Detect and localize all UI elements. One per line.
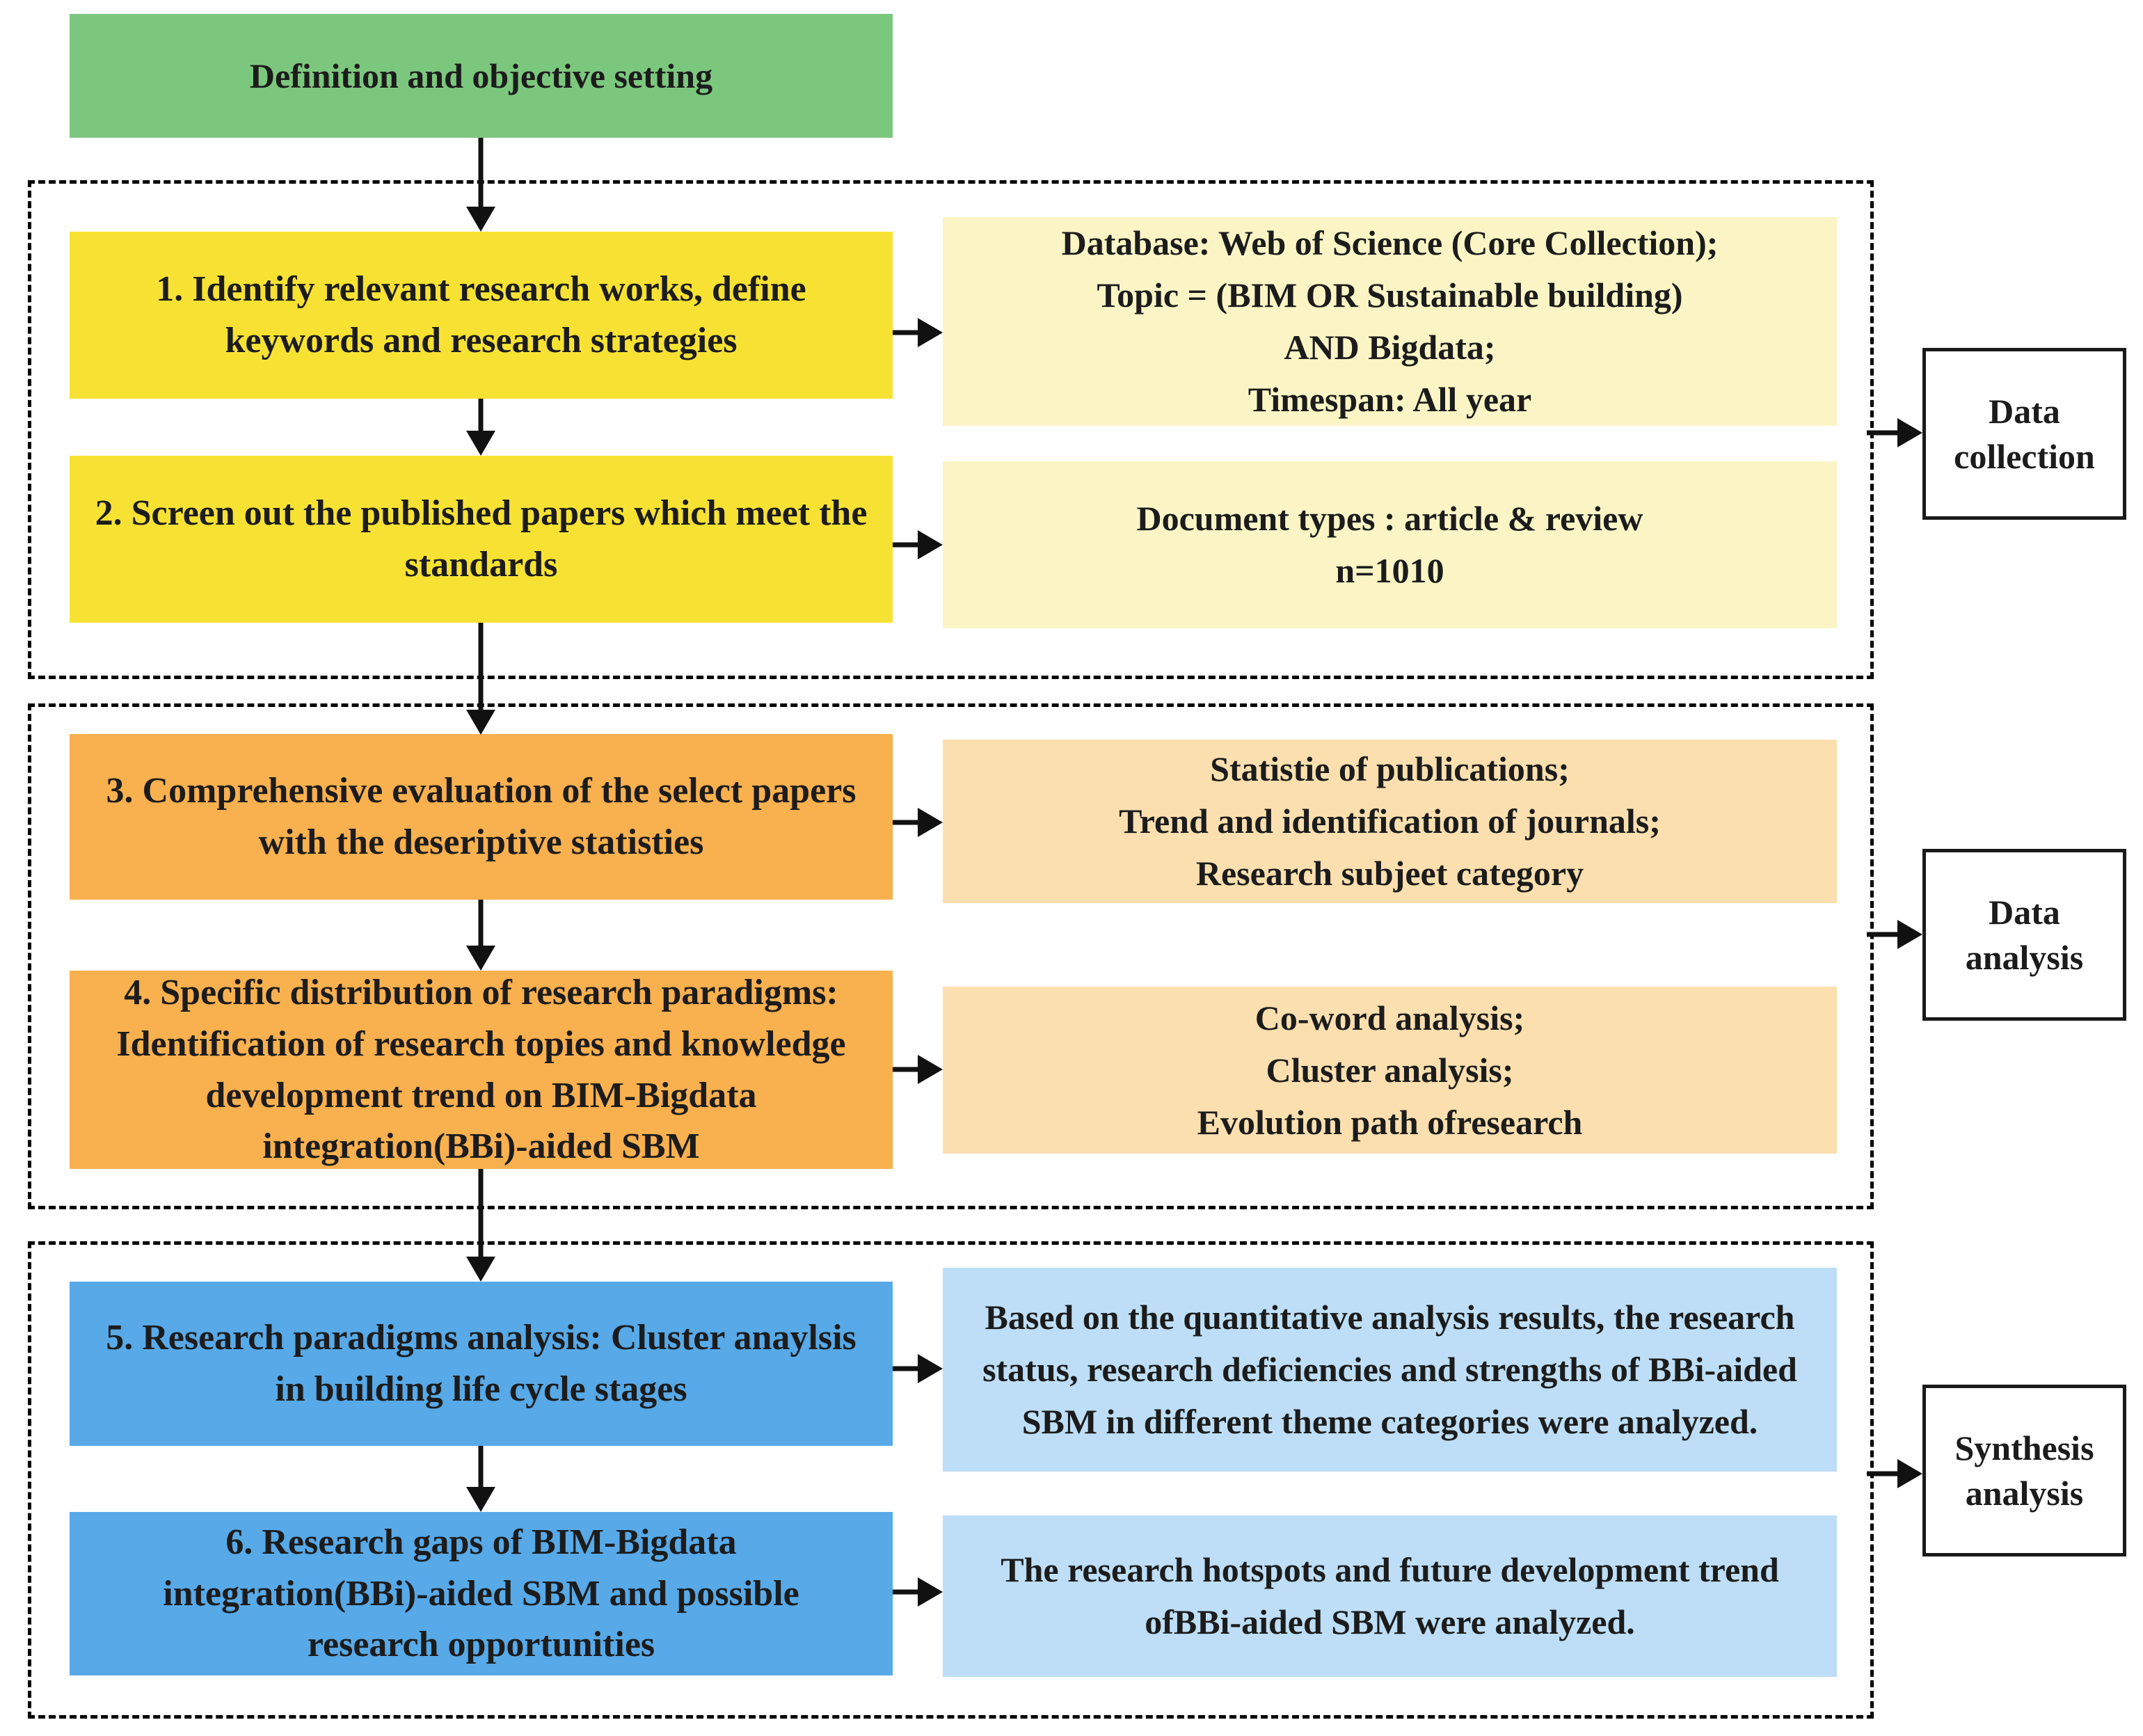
step-1-box: 1. Identify relevant research works, def… <box>70 232 893 399</box>
step-4-box: 4. Specific distribution of research par… <box>70 971 893 1169</box>
detail-line: Topic = (BIM OR Sustainable building) <box>1097 276 1683 314</box>
arrow-step3-to-detail3 <box>893 807 943 838</box>
start-box: Definition and objective setting <box>70 14 893 138</box>
arrow-step1-to-detail1 <box>893 317 943 348</box>
step-5-detail-box: Based on the quantitative analysis resul… <box>943 1268 1837 1472</box>
arrow-step5-to-detail5 <box>893 1353 943 1384</box>
arrow-group1-to-data-collection <box>1867 417 1922 448</box>
stage-synthesis-analysis-box: Synthesis analysis <box>1922 1385 2126 1556</box>
step-3-detail-box: Statistie of publications; Trend and ide… <box>943 740 1837 903</box>
step-2-box: 2. Screen out the published papers which… <box>70 456 893 623</box>
stage-synthesis-analysis-label: Synthesis analysis <box>1954 1428 2094 1513</box>
step-5-label: 5. Research paradigms analysis: Cluster … <box>106 1318 857 1409</box>
step-1-detail-box: Database: Web of Science (Core Collectio… <box>943 217 1837 426</box>
detail-line: Statistie of publications; <box>1210 749 1570 788</box>
detail-line: Cluster analysis; <box>1266 1050 1514 1090</box>
stage-data-collection-box: Data collection <box>1922 348 2126 520</box>
start-label: Definition and objective setting <box>249 56 713 95</box>
arrow-group3-to-synthesis-analysis <box>1867 1458 1922 1489</box>
detail-line: n=1010 <box>1335 551 1444 590</box>
step-6-label: 6. Research gaps of BIM-Bigdata integrat… <box>163 1522 799 1665</box>
data-analysis-group-border <box>28 703 1874 1209</box>
detail-line: Trend and identification of journals; <box>1119 802 1661 841</box>
data-collection-group-border <box>28 180 1874 679</box>
detail-line: Evolution path ofresearch <box>1197 1102 1583 1142</box>
detail-line: Based on the quantitative analysis resul… <box>982 1298 1797 1441</box>
step-3-label: 3. Comprehensive evaluation of the selec… <box>106 771 857 862</box>
arrow-step4-to-step5 <box>465 1169 496 1282</box>
step-6-box: 6. Research gaps of BIM-Bigdata integrat… <box>70 1512 893 1675</box>
detail-line: Timespan: All year <box>1248 380 1532 419</box>
arrow-step1-to-step2 <box>465 399 496 456</box>
step-4-label: 4. Specific distribution of research par… <box>116 972 846 1167</box>
step-1-label: 1. Identify relevant research works, def… <box>156 269 806 360</box>
arrow-step2-to-step3 <box>465 623 496 735</box>
detail-line: Co-word analysis; <box>1254 998 1525 1037</box>
arrow-step6-to-detail6 <box>893 1577 943 1607</box>
stage-data-analysis-box: Data analysis <box>1922 849 2126 1021</box>
synthesis-analysis-group-border <box>28 1241 1874 1719</box>
step-3-box: 3. Comprehensive evaluation of the selec… <box>70 734 893 900</box>
step-5-box: 5. Research paradigms analysis: Cluster … <box>70 1282 893 1446</box>
step-2-label: 2. Screen out the published papers which… <box>95 493 868 584</box>
detail-line: Document types : article & review <box>1136 499 1643 538</box>
arrow-step4-to-detail4 <box>893 1054 943 1085</box>
detail-line: AND Bigdata; <box>1284 328 1496 367</box>
step-6-detail-box: The research hotspots and future develop… <box>943 1515 1837 1677</box>
detail-line: Database: Web of Science (Core Collectio… <box>1061 223 1719 262</box>
arrow-step3-to-step4 <box>465 900 496 971</box>
arrow-group2-to-data-analysis <box>1867 919 1922 950</box>
detail-line: The research hotspots and future develop… <box>1001 1550 1779 1641</box>
arrow-step5-to-step6 <box>465 1446 496 1512</box>
arrow-start-to-step1 <box>465 138 496 232</box>
step-4-detail-box: Co-word analysis; Cluster analysis; Evol… <box>943 987 1837 1154</box>
arrow-step2-to-detail2 <box>893 529 943 560</box>
step-2-detail-box: Document types : article & review n=1010 <box>943 461 1837 628</box>
stage-data-analysis-label: Data analysis <box>1965 892 2084 977</box>
detail-line: Research subjeet category <box>1195 854 1584 893</box>
stage-data-collection-label: Data collection <box>1954 391 2095 476</box>
